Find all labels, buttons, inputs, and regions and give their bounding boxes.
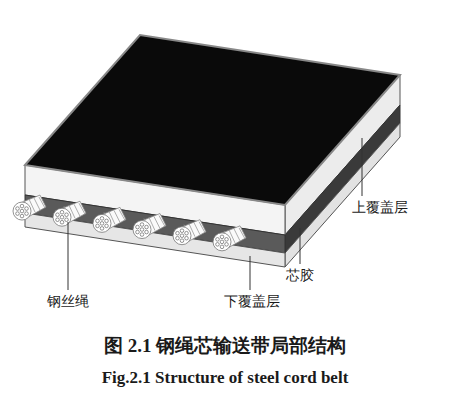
steel-cord: [93, 207, 126, 232]
steel-cord: [173, 220, 206, 245]
caption-english: Fig.2.1 Structure of steel cord belt: [102, 368, 349, 388]
leader-line: [68, 222, 69, 290]
leader-line: [362, 138, 363, 196]
top-surface: [25, 35, 400, 205]
steel-cord: [213, 226, 246, 251]
part-label: 钢丝绳: [47, 293, 89, 311]
steel-cord: [133, 214, 166, 239]
part-label: 上覆盖层: [352, 199, 408, 217]
steel-cords: [13, 195, 246, 251]
part-label: 芯胶: [286, 267, 314, 285]
steel-cord: [53, 201, 86, 226]
part-label: 下覆盖层: [224, 293, 280, 311]
leader-line: [250, 256, 251, 290]
steel-cord: [13, 195, 46, 220]
figure-caption: 图 2.1 钢绳芯输送带局部结构: [104, 333, 346, 359]
leader-line: [300, 228, 301, 264]
